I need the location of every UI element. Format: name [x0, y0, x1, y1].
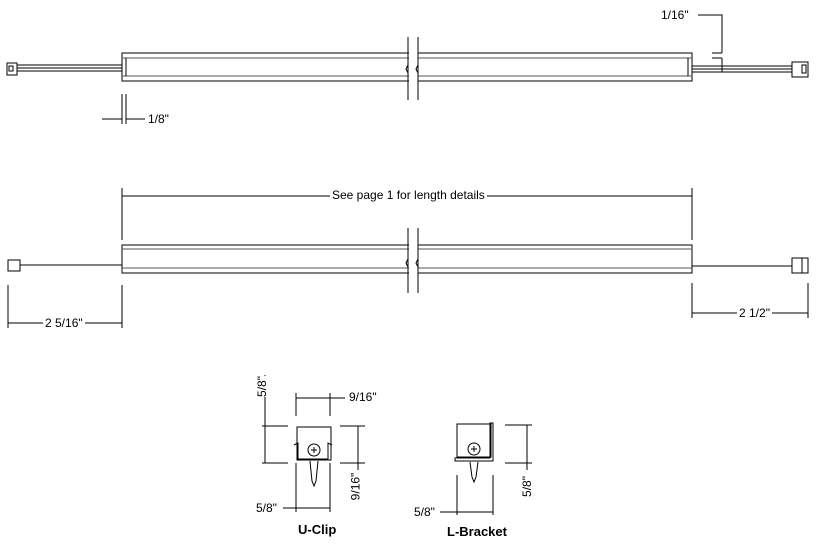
top-view-fixture: [6, 14, 809, 124]
u-clip-drawing: [262, 375, 365, 512]
dim-uclip-side-height: 9/16": [348, 472, 363, 501]
dim-uclip-height: 5/8": [254, 376, 269, 397]
dim-right-lead: 2 1/2": [737, 306, 772, 320]
dim-uclip-base-width: 5/8": [256, 501, 277, 515]
dim-end-cap: 1/8": [148, 112, 169, 126]
dim-length-note: See page 1 for length details: [330, 188, 487, 202]
dim-uclip-top-width: 9/16": [349, 390, 377, 404]
dim-lbracket-height: 5/8": [519, 476, 534, 497]
dim-lbracket-base-width: 5/8": [414, 505, 435, 519]
dim-left-lead: 2 5/16": [43, 316, 85, 330]
l-bracket-drawing: [440, 422, 532, 515]
dim-top-gap: 1/16": [661, 8, 689, 22]
lbracket-title: L-Bracket: [447, 524, 507, 539]
uclip-title: U-Clip: [298, 522, 337, 537]
side-view-fixture: [7, 188, 809, 328]
